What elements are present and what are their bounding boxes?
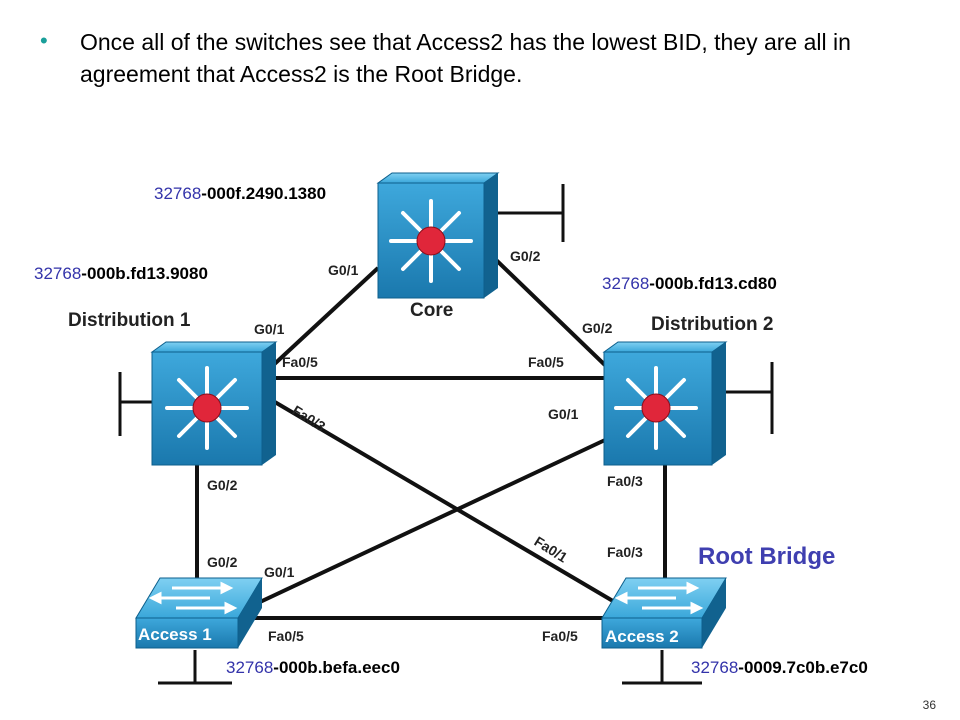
bullet-marker: • [40,28,48,53]
distribution1-priority: 32768 [34,264,82,283]
distribution1-bridge-id: 32768-000b.fd13.9080 [34,264,208,284]
port-access2-fa05: Fa0/5 [542,628,578,644]
port-access1-g01: G0/1 [264,564,295,580]
access1-label: Access 1 [138,625,212,644]
access1-switch-icon[interactable] [135,577,263,649]
core-priority: 32768 [154,184,202,203]
distribution2-priority: 32768 [602,274,650,293]
access2-label: Access 2 [605,627,679,646]
port-dist2-g01: G0/1 [548,406,579,422]
access1-priority: 32768 [226,658,274,677]
distribution2-switch-icon[interactable] [602,341,728,466]
root-bridge-label: Root Bridge [698,543,836,570]
distribution1-switch-icon[interactable] [150,341,278,466]
core-label: Core [410,300,454,321]
port-core-g02: G0/2 [510,248,541,264]
access2-priority: 32768 [691,658,739,677]
port-core-g01: G0/1 [328,262,359,278]
distribution2-label: Distribution 2 [651,314,774,335]
link-dist2-access1 [242,438,606,612]
core-bridge-id: 32768-000f.2490.1380 [154,184,326,204]
core-mac: -000f.2490.1380 [201,184,327,203]
bullet-text: Once all of the switches see that Access… [80,29,851,87]
port-dist2-fa03: Fa0/3 [607,473,643,489]
access1-bridge-id: 32768-000b.befa.eec0 [226,658,400,678]
core-switch-icon[interactable] [376,172,500,299]
port-dist1-g02: G0/2 [207,477,238,493]
port-dist2-g02: G0/2 [582,320,613,336]
access2-mac: -0009.7c0b.e7c0 [738,658,868,677]
link-dist1-access2 [266,396,620,606]
link-core-dist1 [266,266,380,372]
host-stubs [118,184,774,685]
distribution2-bridge-id: 32768-000b.fd13.cd80 [602,274,777,294]
port-access2-fa03: Fa0/3 [607,544,643,560]
port-dist1-g01: G0/1 [254,321,285,337]
port-access1-g02: G0/2 [207,554,238,570]
port-dist1-fa05: Fa0/5 [282,354,318,370]
access2-switch-icon[interactable] [601,577,727,649]
port-dist2-fa05: Fa0/5 [528,354,564,370]
distribution1-mac: -000b.fd13.9080 [81,264,208,283]
access2-bridge-id: 32768-0009.7c0b.e7c0 [691,658,868,678]
distribution2-mac: -000b.fd13.cd80 [649,274,777,293]
access1-mac: -000b.befa.eec0 [273,658,400,677]
distribution1-label: Distribution 1 [68,310,191,331]
link-core-dist2 [490,254,610,370]
links [195,254,667,620]
port-access1-fa05: Fa0/5 [268,628,304,644]
page-number: 36 [922,698,936,712]
